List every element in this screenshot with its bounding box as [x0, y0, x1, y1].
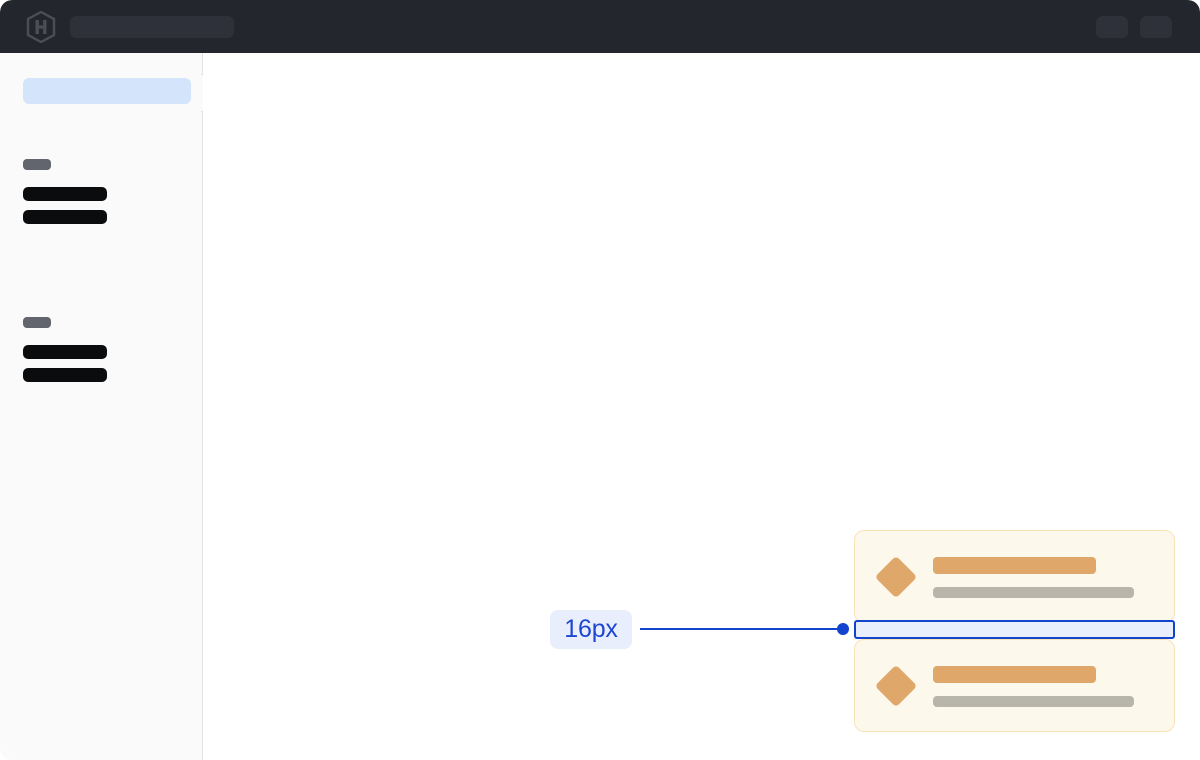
topbar-chip-1[interactable] — [1096, 15, 1128, 38]
card-title — [933, 666, 1096, 683]
card-subtitle — [933, 696, 1134, 707]
sidebar-item-1-1[interactable] — [23, 187, 107, 201]
diamond-icon — [874, 555, 918, 598]
card-title — [933, 557, 1096, 574]
sidebar-group-2 — [23, 317, 202, 382]
content-card-2[interactable] — [854, 639, 1175, 732]
topbar-chip-2[interactable] — [1140, 15, 1172, 38]
card-stack — [854, 530, 1175, 732]
search-input[interactable] — [70, 15, 234, 38]
sidebar-item-1-2[interactable] — [23, 210, 107, 224]
topbar — [0, 0, 1200, 53]
measurement-anchor-dot-icon — [837, 623, 849, 635]
body-split: 16px — [0, 53, 1200, 760]
gap-highlight-region — [854, 620, 1175, 639]
measurement-value-badge: 16px — [550, 610, 632, 649]
diamond-icon — [874, 664, 918, 707]
sidebar-item-2-2[interactable] — [23, 368, 107, 382]
topbar-right-group — [1096, 15, 1172, 38]
sidebar — [0, 53, 216, 760]
card-text-block — [933, 555, 1152, 598]
card-text-block — [933, 664, 1152, 707]
hashicorp-hexagon-logo-icon[interactable] — [26, 10, 56, 43]
sidebar-item-2-1[interactable] — [23, 345, 107, 359]
sidebar-group-label — [23, 317, 51, 328]
content-card-1[interactable] — [854, 530, 1175, 623]
sidebar-group-label — [23, 159, 51, 170]
sidebar-group-1 — [23, 159, 202, 224]
measurement-leader-line — [640, 628, 844, 630]
sidebar-item-active[interactable] — [23, 78, 191, 104]
canvas: 16px — [203, 53, 1200, 760]
card-subtitle — [933, 587, 1134, 598]
